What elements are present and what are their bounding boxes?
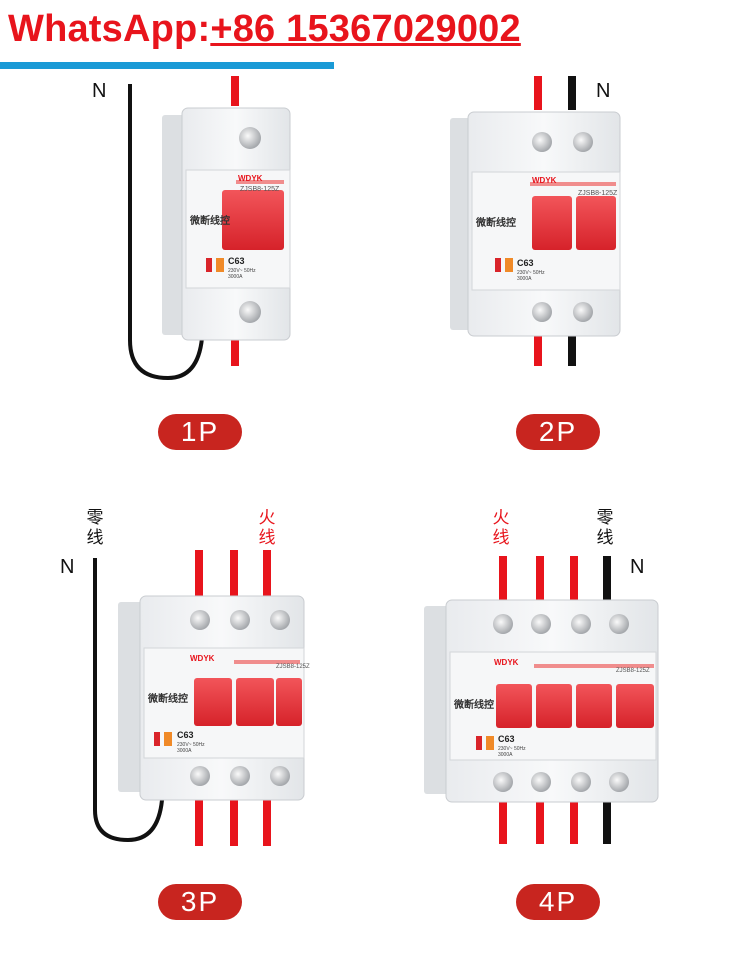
specs-label: 230V~ 50Hz 3000A: [498, 746, 526, 758]
screw-icon: [531, 614, 551, 634]
neutral-wire: [93, 558, 164, 843]
neutral-wire-top: [568, 76, 576, 110]
brand-logo: WDYK: [494, 658, 519, 667]
specs-label: 230V~ 50Hz 3000A: [517, 270, 545, 282]
screw-icon: [190, 766, 210, 786]
screw-icon: [573, 302, 593, 322]
phase-wire-bottom: [230, 796, 238, 846]
model-label: ZJSB8-125Z: [276, 664, 310, 670]
phase-wire-top: [570, 556, 578, 604]
screw-icon: [531, 772, 551, 792]
panel-4p: [424, 556, 659, 844]
panel-2p: [450, 76, 621, 366]
brand-cn-label: 微断线控: [454, 700, 494, 711]
toggle-handle: [532, 196, 572, 250]
model-label: ZJSB8-125Z: [240, 186, 280, 193]
rating-label: C63: [517, 258, 534, 268]
screw-icon: [239, 127, 261, 149]
neutral-cn-label: 零线: [596, 508, 614, 548]
phase-wire-top: [195, 550, 203, 596]
model-label: ZJSB8-125Z: [616, 668, 650, 674]
toggle-handle: [236, 678, 274, 726]
toggle-handle: [616, 684, 654, 728]
pole-badge-4p: 4P: [516, 884, 600, 920]
neutral-wire-top: [603, 556, 611, 604]
brand-logo: WDYK: [532, 176, 557, 185]
brand-cn-label: 微断线控: [148, 694, 188, 705]
rating-label: C63: [177, 730, 194, 740]
phase-wire-bottom: [195, 796, 203, 846]
pole-badge-1p: 1P: [158, 414, 242, 450]
phase-wire-top: [231, 76, 239, 106]
panel-1p: [128, 76, 291, 381]
neutral-wire-bottom: [603, 800, 611, 844]
screw-icon: [493, 614, 513, 634]
screw-icon: [270, 766, 290, 786]
screw-icon: [609, 772, 629, 792]
live-cn-label: 火线: [258, 508, 276, 548]
brand-cn-label: 微断线控: [190, 216, 230, 227]
breaker-1p: [162, 107, 291, 341]
screw-icon: [532, 302, 552, 322]
screw-icon: [239, 301, 261, 323]
whatsapp-contact: WhatsApp:+86 15367029002: [8, 8, 521, 51]
panel-3p: [93, 550, 305, 846]
screw-icon: [230, 610, 250, 630]
neutral-label: N: [60, 556, 75, 578]
rating-label: C63: [228, 256, 245, 266]
phase-wire-top: [534, 76, 542, 110]
specs-label: 230V~ 50Hz 3000A: [177, 742, 205, 754]
live-cn-label: 火线: [492, 508, 510, 548]
phase-wire-bottom: [499, 800, 507, 844]
screw-icon: [571, 614, 591, 634]
screw-icon: [190, 610, 210, 630]
phase-wire-bottom: [570, 800, 578, 844]
screw-icon: [270, 610, 290, 630]
neutral-wire-bottom: [568, 334, 576, 366]
screw-icon: [493, 772, 513, 792]
neutral-label: N: [630, 556, 645, 578]
breaker-4p: [424, 599, 659, 803]
brand-logo: WDYK: [190, 654, 215, 663]
screw-icon: [573, 132, 593, 152]
breaker-3p: [118, 595, 305, 801]
toggle-handle: [222, 190, 284, 250]
brand-logo: WDYK: [238, 174, 263, 183]
breaker-2p: [450, 111, 621, 337]
whatsapp-label: WhatsApp:: [8, 8, 211, 50]
neutral-cn-label: 零线: [86, 508, 104, 548]
screw-icon: [532, 132, 552, 152]
toggle-handle: [194, 678, 232, 726]
toggle-handle: [576, 684, 612, 728]
screw-icon: [230, 766, 250, 786]
pole-badge-2p: 2P: [516, 414, 600, 450]
screw-icon: [609, 614, 629, 634]
phase-wire-bottom: [536, 800, 544, 844]
brand-cn-label: 微断线控: [476, 218, 516, 229]
specs-label: 230V~ 50Hz 3000A: [228, 268, 256, 280]
rating-label: C63: [498, 734, 515, 744]
phase-wire-bottom: [534, 334, 542, 366]
model-label: ZJSB8-125Z: [578, 190, 618, 197]
pole-badge-3p: 3P: [158, 884, 242, 920]
phase-wire-top: [536, 556, 544, 604]
phase-wire-top: [230, 550, 238, 596]
toggle-handle: [496, 684, 532, 728]
screw-icon: [571, 772, 591, 792]
phase-wire-bottom: [263, 796, 271, 846]
toggle-handle: [576, 196, 616, 250]
neutral-label: N: [92, 80, 107, 102]
phase-wire-top: [263, 550, 271, 596]
neutral-label: N: [596, 80, 611, 102]
phase-wire-top: [499, 556, 507, 604]
toggle-handle: [536, 684, 572, 728]
phase-wire-bottom: [231, 336, 239, 366]
whatsapp-phone-link[interactable]: +86 15367029002: [210, 8, 521, 50]
header-underline-bar: [0, 62, 334, 69]
neutral-wire: [128, 84, 204, 381]
toggle-handle: [276, 678, 302, 726]
